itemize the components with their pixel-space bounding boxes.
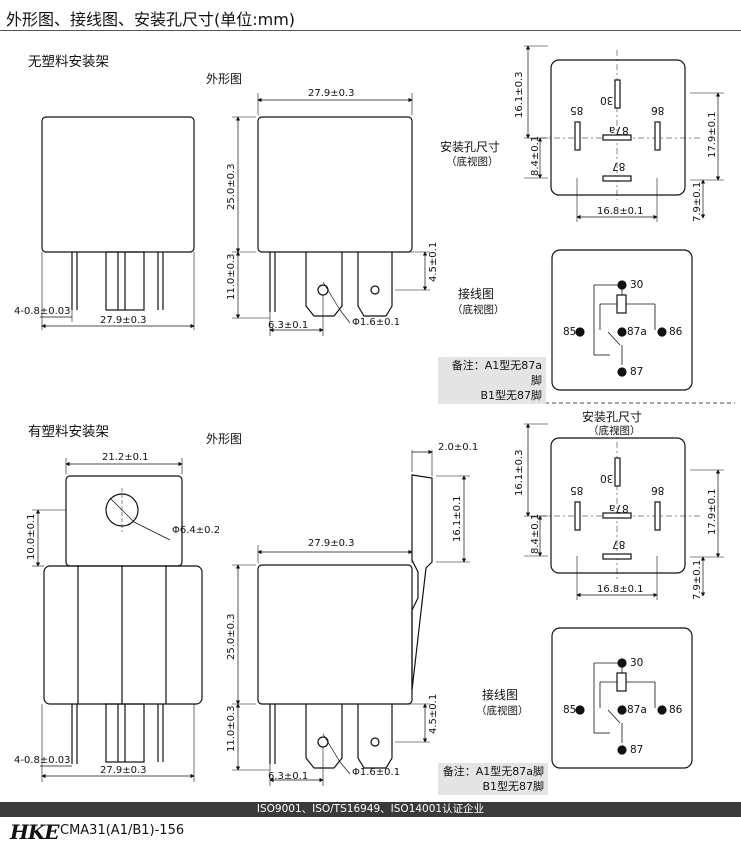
dim-mount-179-b: 17.9±0.1	[707, 488, 718, 535]
pin-87a-mark-b: 87a	[609, 502, 629, 514]
wire-pin-30-b: 30	[630, 657, 644, 669]
bottom-note-box: 备注：A1型无87a脚 B1型无87脚	[438, 763, 548, 795]
dim-height-pin: 11.0±0.3	[226, 253, 237, 300]
wire-pin-87-b: 87	[630, 744, 644, 756]
header-divider	[0, 30, 741, 31]
dim-bracket-hole: Φ6.4±0.2	[172, 525, 221, 536]
top-wiring-diagram	[551, 249, 693, 391]
bottom-side-view	[32, 458, 203, 782]
top-mount-hole-label: 安装孔尺寸	[440, 140, 501, 154]
top-mount-hole-view	[524, 45, 724, 222]
dim-hole-pos: 4.5±0.1	[428, 241, 439, 282]
top-note-box: 备注：A1型无87a脚 B1型无87脚	[438, 357, 546, 404]
top-wiring-view: （底视图）	[452, 304, 505, 316]
bottom-wiring-view: （底视图）	[476, 705, 529, 717]
dim-height-pin-b: 11.0±0.3	[226, 705, 237, 752]
top-note-line2: B1型无87脚	[480, 389, 542, 402]
pin-86-mark: 86	[651, 104, 665, 116]
dim-mount-168-b: 16.8±0.1	[597, 584, 644, 595]
wire-pin-87a: 87a	[627, 326, 647, 338]
dim-pin-width: 4-0.8±0.03	[14, 306, 71, 317]
wire-pin-87: 87	[630, 366, 644, 378]
certification-bar: ISO9001、ISO/TS16949、ISO14001认证企业	[0, 802, 741, 817]
pin-87a-mark: 87a	[609, 124, 629, 136]
model-number: CMA31(A1/B1)-156	[60, 823, 185, 838]
dim-hole-dia-b: Φ1.6±0.1	[352, 767, 401, 778]
wire-pin-86: 86	[669, 326, 683, 338]
dim-hole-pos-b: 4.5±0.1	[428, 693, 439, 734]
top-front-view	[232, 93, 430, 336]
top-section-title: 无塑料安装架	[28, 54, 109, 70]
dim-height-body: 25.0±0.3	[226, 163, 237, 210]
dim-width-side: 27.9±0.3	[100, 315, 147, 326]
dim-bracket-thick: 2.0±0.1	[438, 442, 479, 453]
wire-pin-87a-b: 87a	[627, 704, 647, 716]
top-outline-label: 外形图	[206, 72, 243, 86]
pin-87-mark: 87	[612, 160, 626, 172]
dim-mount-79: 7.9±0.1	[692, 181, 703, 222]
bottom-section-title: 有塑料安装架	[28, 424, 109, 440]
hke-logo: HKE	[10, 820, 60, 844]
dim-bracket-161: 16.1±0.1	[452, 495, 463, 542]
bottom-mount-bottom-view: （底视图）	[588, 425, 641, 437]
dim-height-body-b: 25.0±0.3	[226, 613, 237, 660]
dim-mount-161-b: 16.1±0.3	[514, 449, 525, 496]
top-wiring-label: 接线图	[458, 287, 495, 301]
pin-86-mark-b: 86	[651, 484, 665, 496]
bottom-outline-label: 外形图	[206, 432, 243, 446]
wire-pin-86-b: 86	[669, 704, 683, 716]
top-note-line1: 备注：A1型无87a脚	[451, 359, 542, 387]
dim-mount-179: 17.9±0.1	[707, 111, 718, 158]
dim-mount-84: 8.4±0.1	[530, 135, 541, 176]
pin-85-mark-b: 85	[570, 484, 584, 496]
page-title: 外形图、接线图、安装孔尺寸(单位:mm)	[6, 10, 296, 29]
dim-mount-161: 16.1±0.3	[514, 71, 525, 118]
dim-bracket-100: 10.0±0.1	[26, 513, 37, 560]
pin-87-mark-b: 87	[612, 538, 626, 550]
bottom-note-line1: 备注：A1型无87a脚	[442, 765, 544, 778]
top-mount-bottom-view: （底视图）	[446, 156, 499, 168]
bottom-mount-hole-view	[524, 423, 724, 600]
wire-pin-85: 85	[563, 326, 577, 338]
dim-pin-offset-b: 6.3±0.1	[268, 771, 309, 782]
dim-width-front-b: 27.9±0.3	[308, 538, 355, 549]
dim-hole-dia: Φ1.6±0.1	[352, 317, 401, 328]
dim-mount-79-b: 7.9±0.1	[692, 559, 703, 600]
dim-mount-84-b: 8.4±0.1	[530, 513, 541, 554]
dim-pin-width-b: 4-0.8±0.03	[14, 755, 71, 766]
wire-pin-85-b: 85	[563, 704, 577, 716]
dim-width-front: 27.9±0.3	[308, 88, 355, 99]
dim-pin-offset: 6.3±0.1	[268, 320, 309, 331]
bottom-wiring-diagram	[551, 627, 693, 769]
pin-30-mark: 30	[600, 94, 614, 106]
dim-bracket-width: 21.2±0.1	[102, 452, 149, 463]
top-side-view	[40, 116, 195, 330]
pin-85-mark: 85	[570, 104, 584, 116]
bottom-mount-hole-label: 安装孔尺寸	[582, 410, 643, 424]
bottom-front-view	[232, 449, 470, 786]
bottom-note-line2: B1型无87脚	[482, 780, 544, 793]
dim-width-side-b: 27.9±0.3	[100, 765, 147, 776]
dim-mount-168: 16.8±0.1	[597, 206, 644, 217]
bottom-wiring-label: 接线图	[482, 688, 519, 702]
pin-30-mark-b: 30	[600, 472, 614, 484]
wire-pin-30: 30	[630, 279, 644, 291]
